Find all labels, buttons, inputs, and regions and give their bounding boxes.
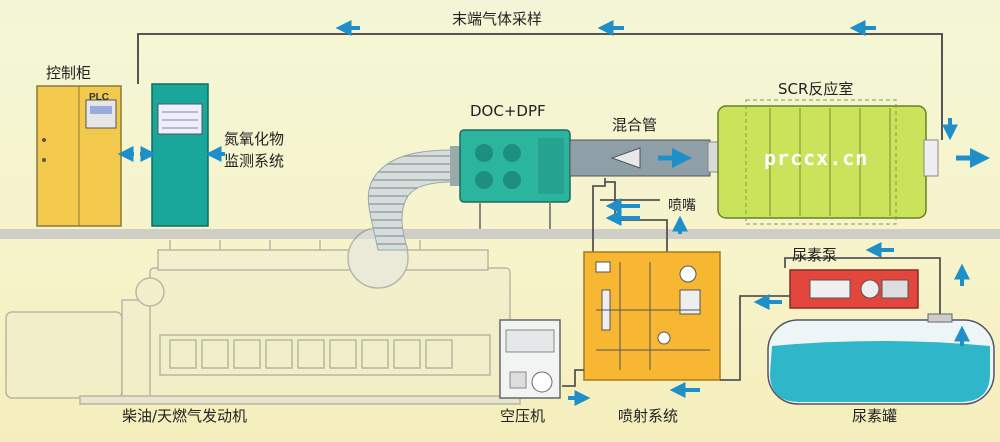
floor-band bbox=[0, 229, 1000, 239]
scr-reactor-graphic bbox=[707, 99, 939, 225]
air-compressor-label: 空压机 bbox=[500, 407, 546, 425]
engine-label: 柴油/天燃气发动机 bbox=[122, 407, 248, 425]
urea-tank-label: 尿素罐 bbox=[852, 407, 898, 425]
nozzle-label: 喷嘴 bbox=[668, 198, 696, 214]
doc-dpf-label: DOC+DPF bbox=[470, 102, 546, 120]
control-cabinet-label: 控制柜 bbox=[46, 64, 92, 82]
urea-pump-label: 尿素泵 bbox=[792, 246, 838, 264]
doc-dpf-graphic bbox=[450, 129, 571, 229]
sampling-line bbox=[137, 33, 943, 140]
plc-label: PLC bbox=[89, 92, 109, 103]
injection-system-label: 喷射系统 bbox=[618, 407, 679, 425]
nox-monitor-label-1: 氮氧化物 bbox=[224, 130, 285, 148]
compressor-line bbox=[562, 369, 584, 387]
air-compressor-graphic bbox=[499, 319, 561, 399]
watermark: prccx.cn bbox=[764, 146, 869, 170]
urea-tank-graphic bbox=[767, 313, 995, 405]
nozzle-arrows bbox=[605, 198, 688, 234]
sampling-label: 末端气体采样 bbox=[452, 10, 543, 28]
scr-reactor-label: SCR反应室 bbox=[778, 80, 854, 98]
control-cabinet-graphic bbox=[36, 85, 122, 227]
engine-graphic bbox=[5, 227, 521, 405]
nox-monitor-graphic bbox=[151, 83, 209, 227]
urea-pump-graphic bbox=[789, 269, 919, 309]
injection-system-graphic bbox=[583, 251, 721, 381]
pump-line-top bbox=[784, 257, 941, 320]
mixing-pipe-label: 混合管 bbox=[612, 116, 658, 134]
mixing-pipe-graphic bbox=[569, 139, 711, 177]
nox-monitor-label-2: 监测系统 bbox=[224, 152, 285, 170]
